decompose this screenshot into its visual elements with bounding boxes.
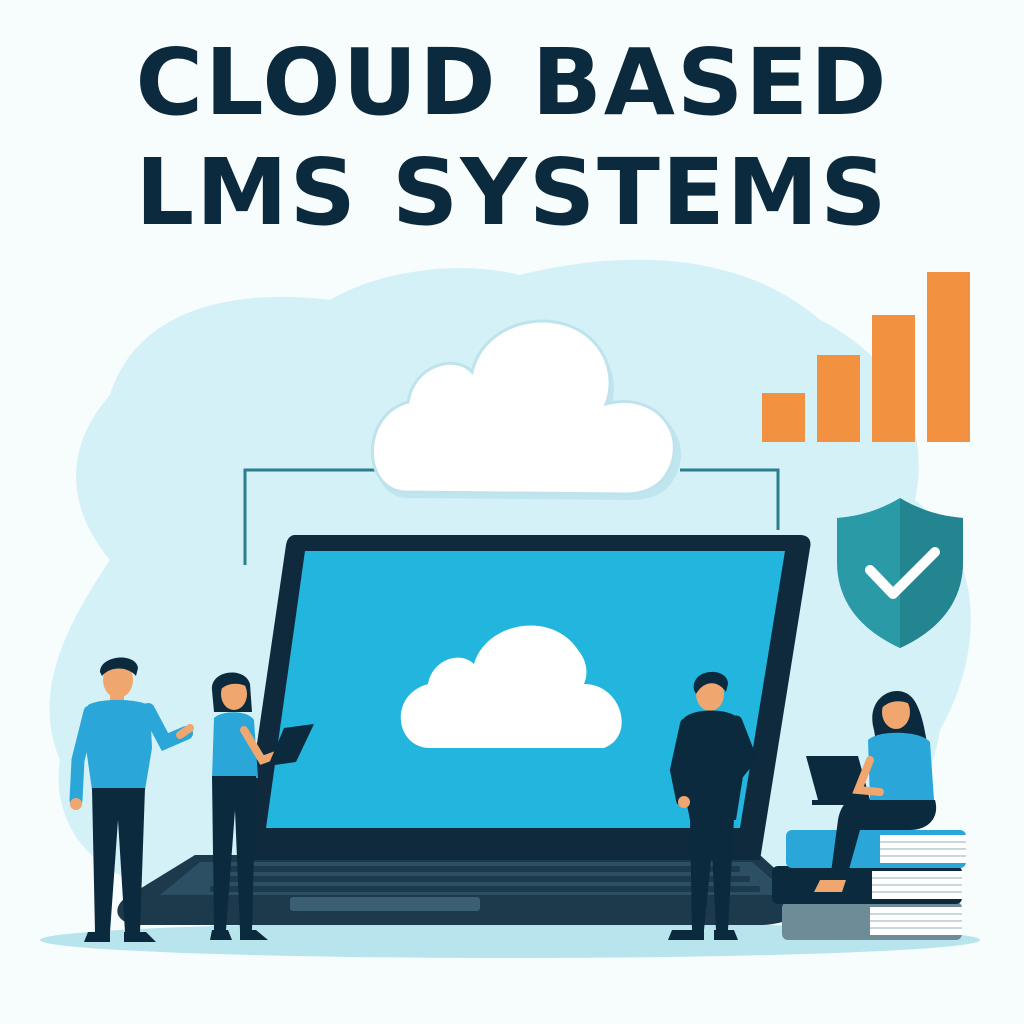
laptop-small-icon [806, 756, 880, 805]
bar-4 [927, 272, 970, 442]
trackpad [290, 897, 480, 911]
person-man-gesturing [69, 657, 194, 942]
title-line-2: LMS SYSTEMS [135, 139, 889, 246]
person-woman-with-tablet [210, 672, 314, 940]
title-line-1: CLOUD BASED [135, 29, 889, 136]
bar-2 [817, 355, 860, 442]
bar-chart-icon [762, 272, 970, 442]
cloud-icon [371, 319, 682, 500]
connector-line [243, 468, 390, 565]
page-title: CLOUD BASED LMS SYSTEMS [0, 28, 1024, 248]
keyboard [210, 866, 760, 892]
person-man-standing [668, 671, 757, 940]
laptop-icon [117, 535, 815, 925]
books-icon [772, 830, 966, 940]
shield-check-icon [837, 498, 963, 648]
connector-line [680, 468, 780, 530]
bar-1 [762, 393, 805, 442]
screen-cloud-icon [400, 625, 622, 748]
tablet-icon [268, 724, 314, 766]
ground-shadow [40, 922, 980, 958]
person-woman-sitting [806, 691, 937, 892]
bar-3 [872, 315, 915, 442]
